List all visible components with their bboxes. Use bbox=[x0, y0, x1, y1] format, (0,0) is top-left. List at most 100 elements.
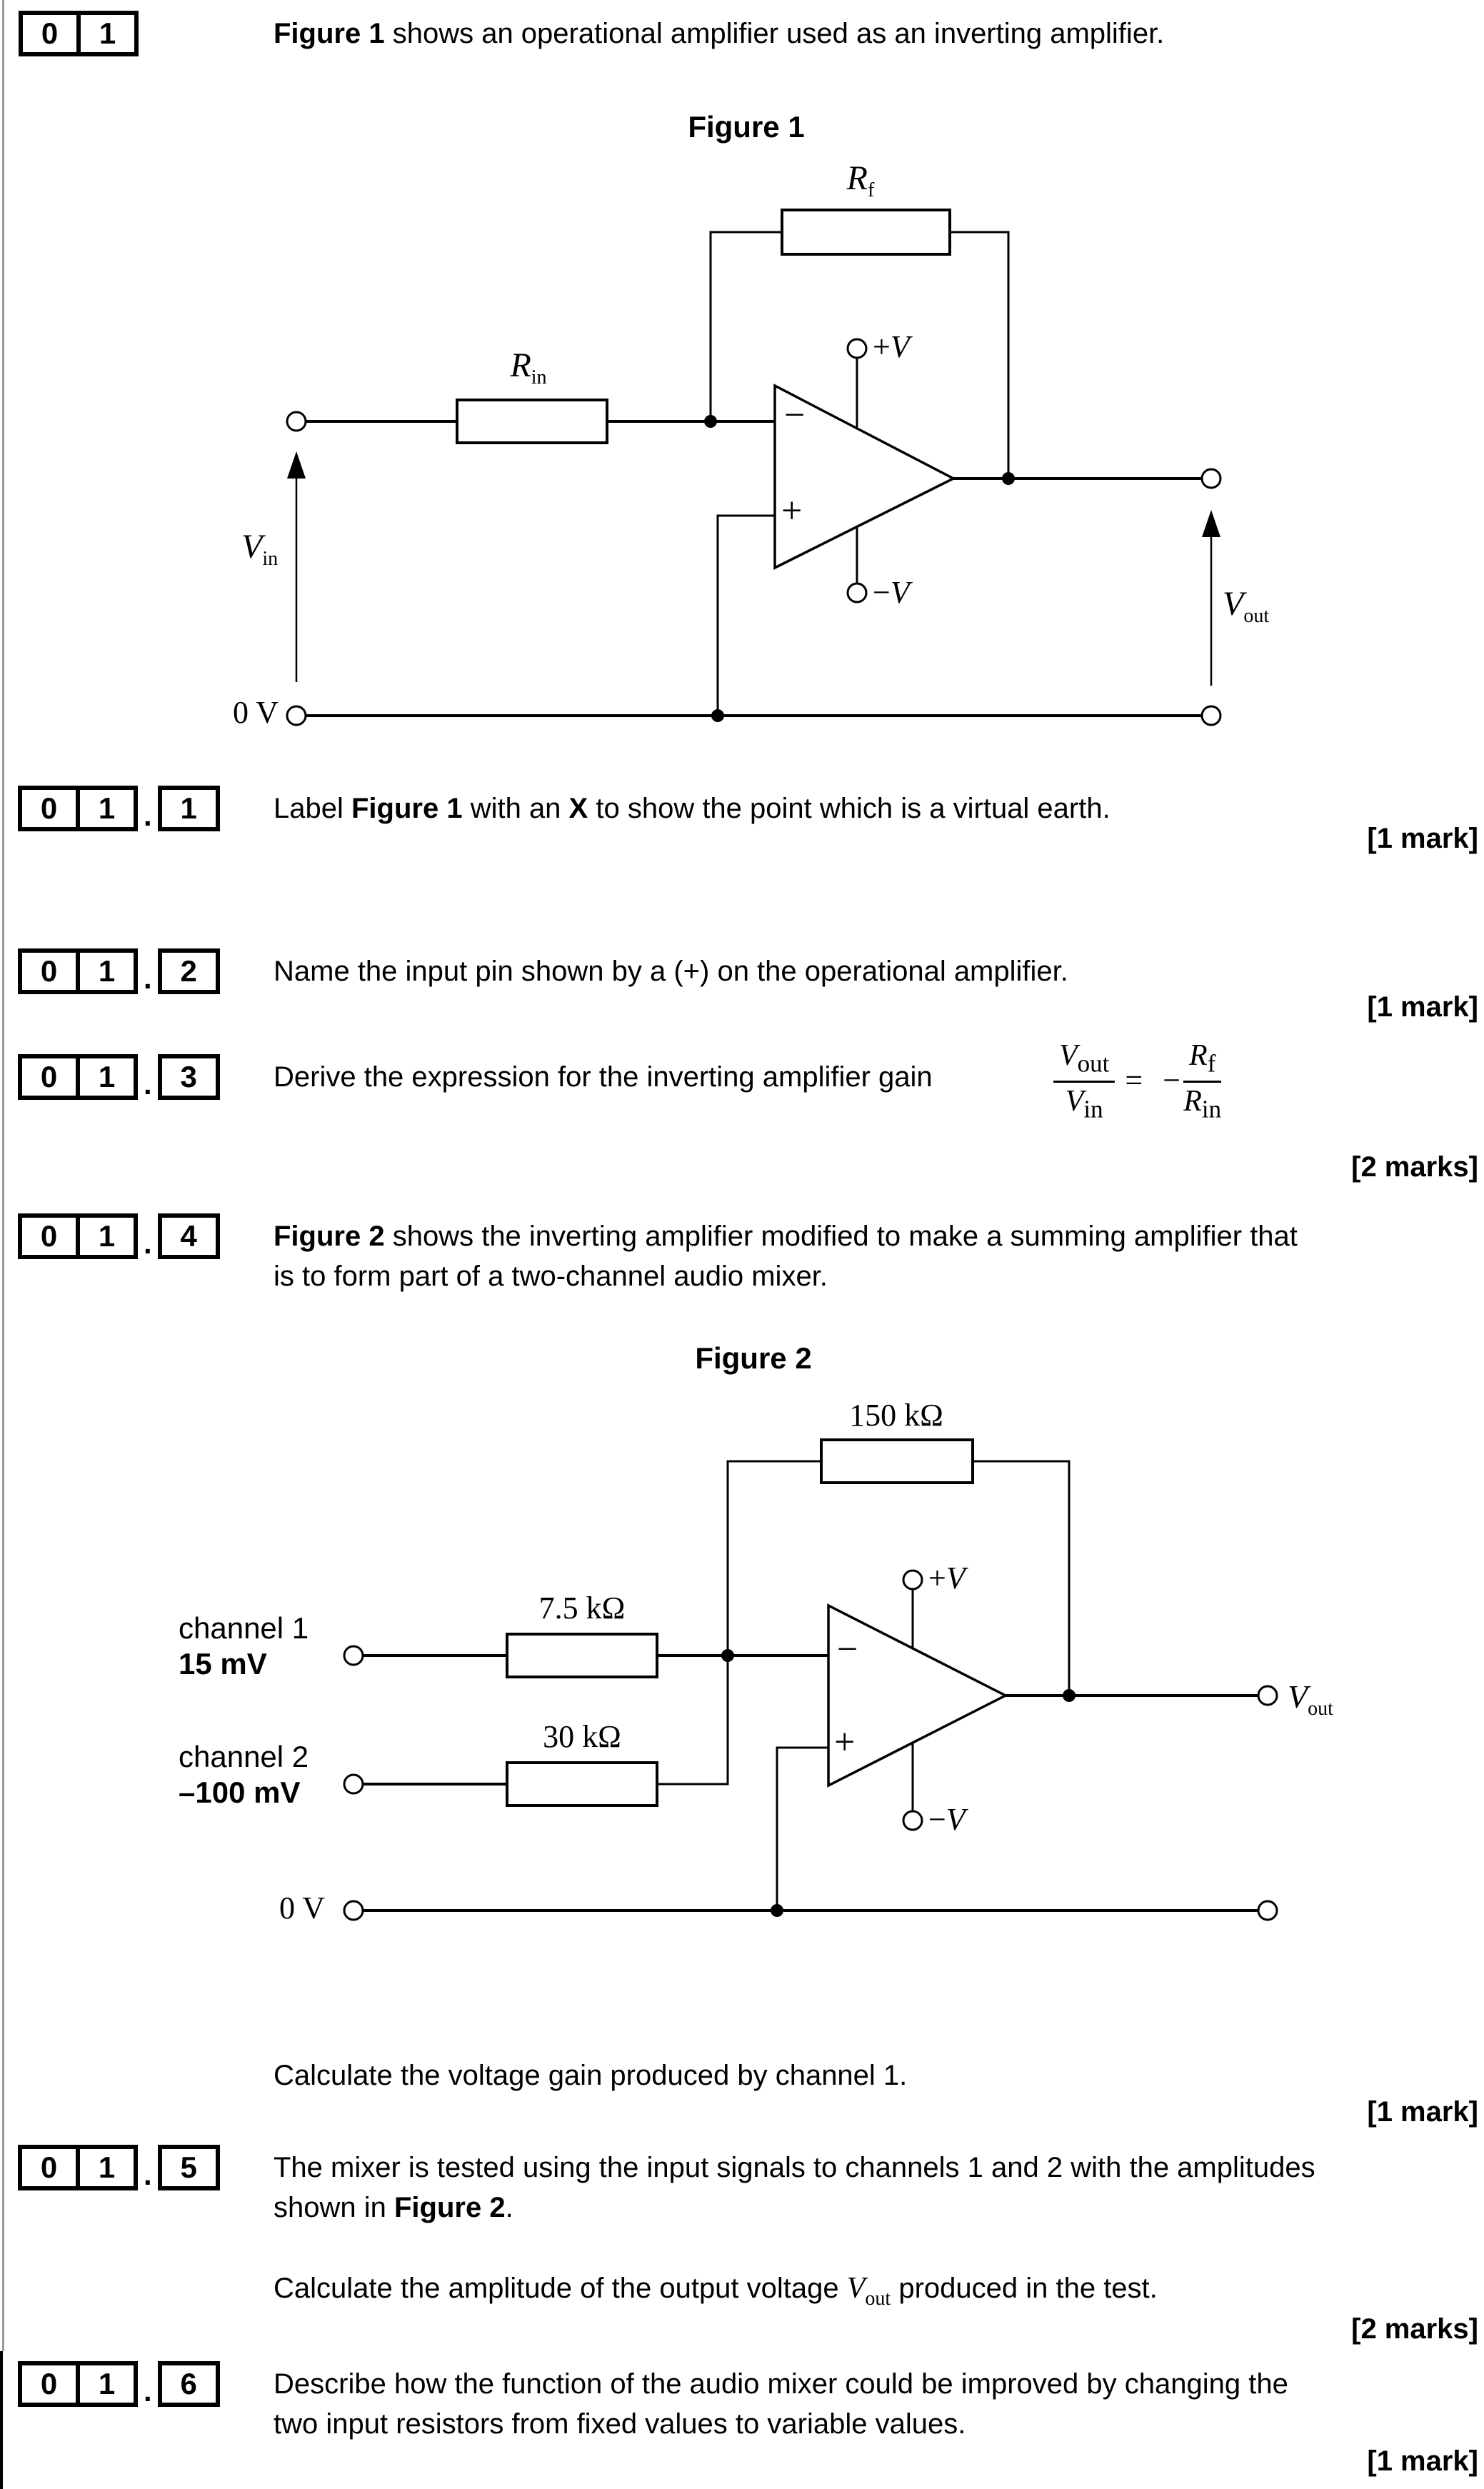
vin-label: Vin bbox=[241, 530, 278, 569]
feedback-wire-right bbox=[973, 1460, 1071, 1696]
rin-symbol: R bbox=[510, 346, 531, 384]
noninverting-ground-wire bbox=[776, 1746, 828, 1910]
ch1-resistor-body bbox=[506, 1633, 658, 1678]
figure1-circuit bbox=[286, 209, 1222, 726]
q01-5-mark: [2 marks] bbox=[1351, 2313, 1478, 2345]
qbox-separator: . bbox=[144, 1226, 152, 1260]
supply-v: V bbox=[946, 1561, 966, 1596]
ch2-terminal bbox=[343, 1773, 364, 1795]
ch2-amplitude: –100 mV bbox=[179, 1776, 301, 1809]
qbox-digit: 0 bbox=[18, 2145, 80, 2190]
text: Describe how the function of the audio m… bbox=[274, 2368, 1288, 2400]
q01-6-text-line2: two input resistors from fixed values to… bbox=[274, 2404, 966, 2444]
question-number-box-01-3: 0 1 . 3 bbox=[18, 1054, 220, 1100]
zerov-terminal-left bbox=[343, 1900, 364, 1921]
figure1-title: Figure 1 bbox=[688, 110, 805, 144]
zerov-terminal-left bbox=[286, 705, 307, 726]
question-number-box-01-6: 0 1 . 6 bbox=[18, 2361, 220, 2407]
text: produced in the test. bbox=[891, 2273, 1158, 2304]
q01-4-text-line1: Figure 2 shows the inverting amplifier m… bbox=[274, 1216, 1298, 1256]
ch2-resistor-value: 30 kΩ bbox=[543, 1719, 621, 1754]
q01-6-text-line1: Describe how the function of the audio m… bbox=[274, 2364, 1288, 2404]
fig1-vout-label: Vout bbox=[1223, 585, 1269, 626]
text: with an bbox=[462, 793, 569, 824]
opamp-triangle bbox=[773, 384, 956, 570]
q01-6-mark: [1 mark] bbox=[1367, 2445, 1478, 2477]
question-number-box-01-4: 0 1 . 4 bbox=[18, 1213, 220, 1259]
fig2-zero-v-label: 0 V bbox=[279, 1890, 325, 1925]
text: Name the input pin shown by a (+) on the… bbox=[274, 956, 1068, 987]
minus-sign: − bbox=[873, 575, 891, 610]
qbox-digit: 0 bbox=[18, 786, 80, 831]
fraction-denominator: Rin bbox=[1183, 1083, 1221, 1123]
fig2-plus-v-label: +V bbox=[928, 1561, 966, 1596]
q01-intro-text: Figure 1 shows an operational amplifier … bbox=[274, 14, 1164, 54]
qbox-digit: 0 bbox=[18, 2361, 80, 2407]
qbox-digit: 6 bbox=[157, 2361, 220, 2407]
vout-arrow-head bbox=[1202, 510, 1220, 537]
ch1-terminal bbox=[343, 1645, 364, 1666]
text: to show the point which is a virtual ear… bbox=[588, 793, 1111, 824]
vout-subscript: out bbox=[865, 2288, 891, 2310]
qbox-separator: . bbox=[144, 2374, 152, 2408]
q01-2-mark: [1 mark] bbox=[1367, 991, 1478, 1023]
qbox-digit: 1 bbox=[157, 786, 220, 831]
qbox-digit: 0 bbox=[18, 1213, 80, 1259]
rin-label: Rin bbox=[482, 346, 575, 388]
fig1-zero-v-label: 0 V bbox=[233, 695, 279, 730]
q01-5-calc-text: Calculate the amplitude of the output vo… bbox=[274, 2268, 1158, 2310]
vin-subscript: in bbox=[262, 548, 279, 570]
qbox-digit: 1 bbox=[76, 11, 139, 56]
minus-supply-terminal bbox=[846, 582, 868, 604]
feedback-wire-left bbox=[709, 231, 782, 421]
q01-2-text: Name the input pin shown by a (+) on the… bbox=[274, 951, 1068, 991]
supply-v: V bbox=[890, 329, 910, 364]
v-subscript: out bbox=[1077, 1049, 1110, 1078]
zerov-terminal-right bbox=[1200, 705, 1222, 726]
qbox-separator: . bbox=[144, 961, 152, 995]
feedback-resistor-body bbox=[820, 1438, 974, 1484]
fraction-rf-rin: Rf Rin bbox=[1183, 1037, 1222, 1124]
fig2-inverting-pin-label: − bbox=[837, 1629, 858, 1670]
junction-dot-output bbox=[1063, 1689, 1076, 1702]
fraction-vout-vin: Vout Vin bbox=[1053, 1037, 1115, 1124]
qbox-digit: 1 bbox=[76, 2361, 138, 2407]
fig1-minus-v-label: −V bbox=[873, 576, 910, 610]
q01-5-text-line1: The mixer is tested using the input sign… bbox=[274, 2148, 1315, 2188]
qbox-digit: 1 bbox=[76, 1054, 138, 1100]
v-symbol: V bbox=[1059, 1039, 1078, 1072]
fraction-numerator: Rf bbox=[1183, 1037, 1222, 1083]
question-number-box-01-1: 0 1 . 1 bbox=[18, 786, 220, 831]
vout-symbol: V bbox=[1223, 585, 1244, 623]
r-symbol: R bbox=[1183, 1085, 1202, 1118]
page-left-border-lower bbox=[0, 2351, 3, 2489]
rf-symbol: R bbox=[846, 159, 868, 197]
q01-1-text: Label Figure 1 with an X to show the poi… bbox=[274, 788, 1111, 828]
q01-intro-rest: shows an operational amplifier used as a… bbox=[384, 18, 1165, 49]
qbox-separator: . bbox=[144, 1067, 152, 1101]
vin-arrow-head bbox=[287, 451, 306, 479]
text: is to form part of a two-channel audio m… bbox=[274, 1261, 828, 1292]
vin-terminal bbox=[286, 411, 307, 432]
fig1-noninverting-pin-label: + bbox=[781, 491, 803, 531]
text-bold: Figure 1 bbox=[351, 793, 463, 824]
plus-supply-terminal bbox=[846, 338, 868, 359]
text: shows the inverting amplifier modified t… bbox=[384, 1221, 1298, 1252]
plus-sign: + bbox=[873, 329, 891, 364]
r-symbol: R bbox=[1189, 1039, 1208, 1072]
plus-sign: + bbox=[928, 1561, 946, 1596]
text: . bbox=[505, 2192, 513, 2223]
plus-supply-terminal bbox=[902, 1569, 923, 1591]
vout-subscript: out bbox=[1243, 605, 1270, 627]
rin-resistor-body bbox=[456, 399, 608, 444]
gain-formula: Vout Vin = − Rf Rin bbox=[1053, 1037, 1222, 1124]
qbox-digit: 1 bbox=[76, 786, 138, 831]
noninverting-ground-wire bbox=[716, 514, 775, 716]
qbox-digit: 1 bbox=[76, 2145, 138, 2190]
fig1-inverting-pin-label: − bbox=[784, 395, 806, 436]
rf-resistor-body bbox=[781, 209, 951, 256]
junction-dot-ground bbox=[771, 1904, 783, 1917]
v-symbol: V bbox=[1065, 1085, 1084, 1118]
feedback-resistor-value: 150 kΩ bbox=[849, 1398, 943, 1433]
minus-supply-terminal bbox=[902, 1810, 923, 1831]
